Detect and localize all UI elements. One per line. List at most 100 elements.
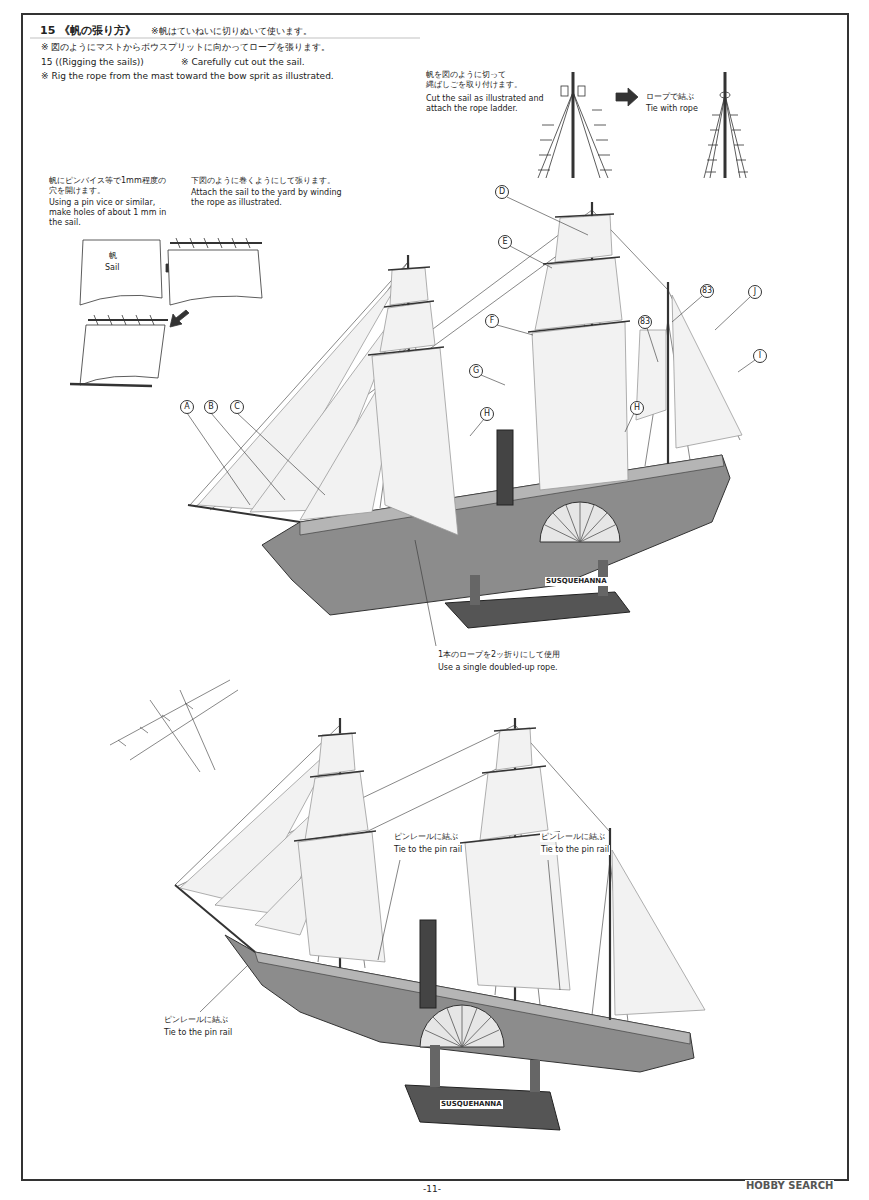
rope-ladder-diagram xyxy=(724,72,727,178)
rigging-detail xyxy=(118,703,193,746)
paddle-spoke xyxy=(425,1005,499,1047)
rope-ladder-diagram xyxy=(538,110,612,170)
note-text: ※ 図のようにマストからボウスプリットに向かってロープを張ります。 xyxy=(40,42,331,53)
step-title: 15 《帆の張り方》 xyxy=(40,24,136,38)
rope-ladder-diagram xyxy=(725,95,740,178)
paddle-spoke xyxy=(462,1005,463,1047)
leader-line xyxy=(237,413,325,495)
instruction-text: 帆を図のように切って 縄ばしごを取り付けます。 xyxy=(425,70,535,90)
callout-letter: H xyxy=(630,401,644,415)
instruction-text: Tie to the pin rail xyxy=(393,845,463,855)
yard xyxy=(494,728,536,731)
callout-letter: H xyxy=(480,407,494,421)
sail xyxy=(372,348,458,535)
yard xyxy=(543,257,620,264)
nameplate-text: SUSQUEHANNA xyxy=(440,1100,503,1109)
leader-line xyxy=(481,375,505,385)
paddle-spoke xyxy=(433,1017,462,1047)
sail-hole-diagram xyxy=(170,310,189,327)
instruction-text: Cut the sail as illustrated and attach t… xyxy=(425,94,555,114)
funnel xyxy=(497,430,513,505)
sail xyxy=(480,767,548,840)
instruction-text: ピンレールに結ぶ xyxy=(393,832,459,842)
yard xyxy=(310,771,364,777)
yard xyxy=(294,728,560,843)
callout-letter: F xyxy=(485,314,499,328)
callout-letter: 83 xyxy=(638,315,652,329)
note-text: ※ Carefully cut out the sail. xyxy=(180,57,306,68)
sail-hole-diagram xyxy=(94,315,154,325)
paddle-spoke xyxy=(545,502,615,542)
page-number: -11- xyxy=(422,1184,442,1195)
instruction-text: Use a single doubled-up rope. xyxy=(437,663,559,673)
sail xyxy=(532,322,628,490)
sail xyxy=(198,215,742,535)
yard xyxy=(318,733,356,736)
mast xyxy=(609,828,611,1020)
sail-hole-diagram xyxy=(176,238,250,248)
leader-line xyxy=(200,965,248,1012)
paddle-spoke xyxy=(462,1030,499,1047)
page-frame xyxy=(30,38,420,39)
leader-line xyxy=(187,197,755,646)
yard xyxy=(384,301,434,307)
callout-letter: I xyxy=(753,349,767,363)
yard xyxy=(388,267,430,270)
sail xyxy=(380,302,435,352)
sail xyxy=(612,850,705,1015)
yard xyxy=(555,214,614,217)
leader-line xyxy=(211,413,285,500)
sail xyxy=(672,295,742,448)
leader-line xyxy=(738,360,755,372)
leader-line xyxy=(497,325,533,335)
note-text: 15 ((Rigging the sails)) xyxy=(40,57,145,68)
display-stand xyxy=(470,575,480,605)
rope-ladder-diagram xyxy=(573,92,600,178)
rigging-detail xyxy=(150,700,200,772)
leader-line xyxy=(510,246,552,268)
rigging-line xyxy=(175,725,628,1022)
instruction-text: ピンレールに結ぶ xyxy=(540,832,606,842)
paddle-spoke xyxy=(580,502,581,542)
rigging-detail xyxy=(180,690,215,770)
part-name: Sail xyxy=(104,263,120,273)
yard xyxy=(368,214,630,355)
rope-ladder-diagram xyxy=(725,95,746,178)
paddle-box xyxy=(540,502,620,542)
sail-hole-diagram xyxy=(70,238,262,386)
sail-hole-diagram xyxy=(80,325,165,385)
leader-line xyxy=(187,413,250,505)
rope-ladder-diagram xyxy=(572,72,575,178)
paddle-spoke xyxy=(462,1017,491,1047)
instruction-text: ピンレールに結ぶ xyxy=(163,1015,229,1025)
instruction-text: 下図のように巻くようにして張ります。 xyxy=(190,176,336,186)
paddle-spoke xyxy=(580,525,615,542)
leader-line xyxy=(415,540,436,646)
rigging-detail xyxy=(110,680,230,745)
part-name: 帆 xyxy=(108,251,118,261)
callout-letter: D xyxy=(495,185,509,199)
sail xyxy=(318,733,355,775)
page-frame xyxy=(22,14,848,1180)
callout-letter: J xyxy=(748,285,762,299)
leader-line xyxy=(672,296,702,322)
rope-ladder-diagram xyxy=(561,86,568,96)
leader-line xyxy=(625,413,634,432)
leader-line xyxy=(470,419,484,436)
rope-ladder-diagram xyxy=(720,92,730,98)
callout-letter: A xyxy=(180,400,194,414)
instruction-text: Attach the sail to the yard by winding t… xyxy=(190,188,352,208)
sail xyxy=(535,258,622,330)
rope-ladder-diagram xyxy=(573,92,608,178)
mast xyxy=(667,282,669,464)
instruction-text: 1本のロープを2ッ折りにして使用 xyxy=(437,650,561,660)
yard xyxy=(482,766,546,773)
paddle-box xyxy=(420,1005,504,1047)
ship-illustration-lower xyxy=(175,718,705,1130)
yard xyxy=(528,321,630,332)
display-stand xyxy=(530,1060,540,1092)
rope-ladder-diagram xyxy=(706,115,748,172)
paddle-spoke xyxy=(580,513,607,542)
page-frame xyxy=(22,14,848,1180)
callout-letter: B xyxy=(204,400,218,414)
